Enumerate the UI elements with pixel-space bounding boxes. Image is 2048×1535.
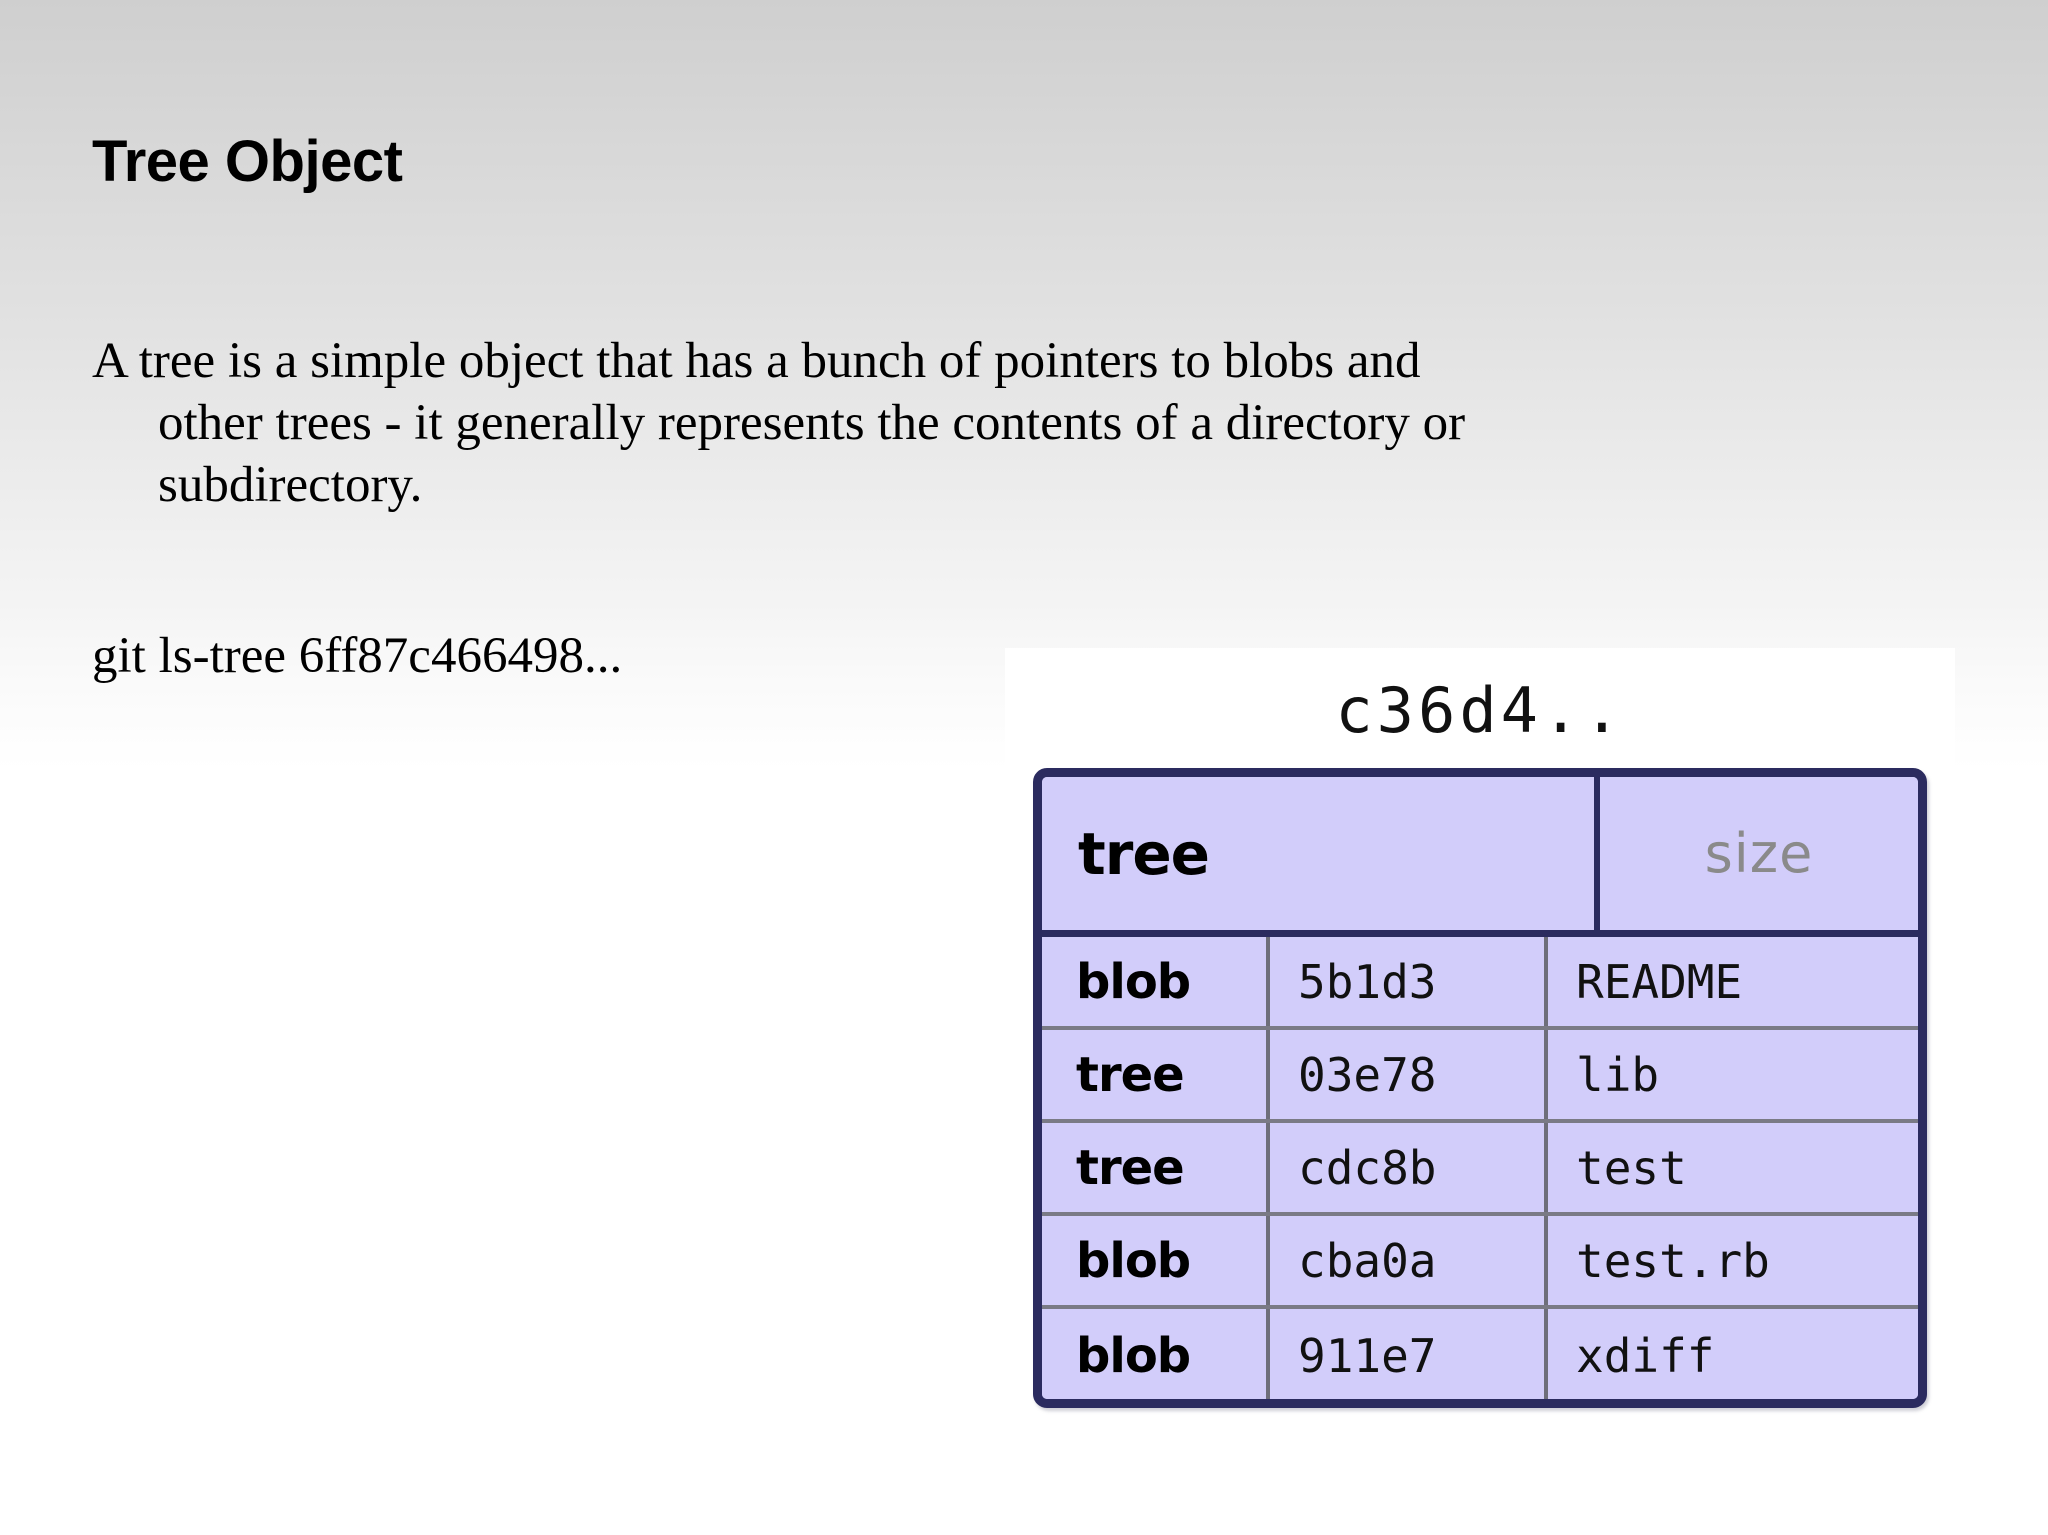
- header-size-label: size: [1600, 777, 1918, 930]
- tree-object-figure: c36d4.. tree size blob 5b1d3 README tree…: [1005, 648, 1955, 1438]
- row-type: blob: [1042, 1309, 1270, 1399]
- figure-caption-hash: c36d4..: [1335, 674, 1625, 747]
- row-name: lib: [1576, 1047, 1660, 1102]
- tree-object-box: tree size blob 5b1d3 README tree 03e78 l…: [1033, 768, 1927, 1408]
- row-hash: 911e7: [1270, 1309, 1548, 1399]
- row-hash: cdc8b: [1270, 1123, 1548, 1212]
- page-title: Tree Object: [92, 129, 403, 194]
- table-row: blob 5b1d3 README: [1042, 937, 1918, 1030]
- body-text-block: A tree is a simple object that has a bun…: [92, 330, 1512, 516]
- body-paragraph: A tree is a simple object that has a bun…: [92, 333, 1466, 513]
- row-name: test.rb: [1576, 1233, 1770, 1288]
- row-name: test: [1576, 1140, 1687, 1195]
- row-type: tree: [1042, 1123, 1270, 1212]
- row-hash: 03e78: [1270, 1030, 1548, 1119]
- row-hash: cba0a: [1270, 1216, 1548, 1305]
- command-line-text: git ls-tree 6ff87c466498...: [92, 628, 623, 684]
- tree-entry-list: blob 5b1d3 README tree 03e78 lib tree cd…: [1042, 937, 1918, 1399]
- row-type: blob: [1042, 937, 1270, 1026]
- tree-box-header: tree size: [1042, 777, 1918, 937]
- table-row: tree 03e78 lib: [1042, 1030, 1918, 1123]
- table-row: tree cdc8b test: [1042, 1123, 1918, 1216]
- header-type-label: tree: [1042, 777, 1600, 930]
- row-type: blob: [1042, 1216, 1270, 1305]
- row-hash: 5b1d3: [1270, 937, 1548, 1026]
- table-row: blob 911e7 xdiff: [1042, 1309, 1918, 1399]
- row-name: xdiff: [1576, 1328, 1715, 1383]
- table-row: blob cba0a test.rb: [1042, 1216, 1918, 1309]
- row-type: tree: [1042, 1030, 1270, 1119]
- row-name: README: [1576, 954, 1743, 1009]
